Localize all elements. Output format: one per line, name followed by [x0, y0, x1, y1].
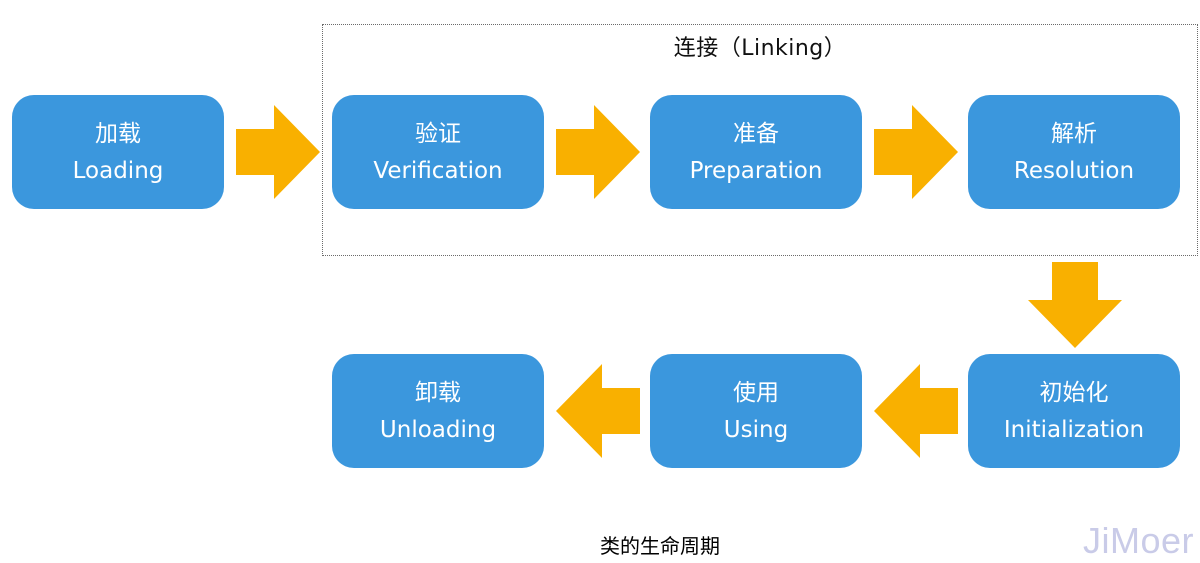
stage-verification: 验证 Verification — [332, 95, 544, 209]
stage-unloading: 卸载 Unloading — [332, 354, 544, 468]
stage-using-zh: 使用 — [733, 380, 779, 406]
arrow-right-icon — [556, 105, 640, 199]
stage-using-en: Using — [723, 417, 789, 443]
stage-loading-zh: 加载 — [95, 121, 141, 147]
stage-preparation: 准备 Preparation — [650, 95, 862, 209]
stage-verification-en: Verification — [373, 158, 503, 184]
arrow-right-icon — [236, 105, 320, 199]
arrow-down-icon — [1028, 262, 1122, 348]
watermark: JiMoer — [1082, 520, 1194, 561]
arrow-left-icon — [874, 364, 958, 458]
stage-unloading-zh: 卸载 — [415, 380, 461, 406]
diagram-caption: 类的生命周期 — [600, 534, 720, 558]
stage-resolution-zh: 解析 — [1051, 121, 1097, 147]
stage-loading: 加载 Loading — [12, 95, 224, 209]
stage-preparation-en: Preparation — [689, 158, 823, 184]
stage-preparation-zh: 准备 — [733, 121, 779, 147]
stage-resolution-en: Resolution — [1013, 158, 1135, 184]
stage-unloading-en: Unloading — [379, 417, 497, 443]
stage-initialization: 初始化 Initialization — [968, 354, 1180, 468]
stage-loading-en: Loading — [72, 158, 164, 184]
stage-verification-zh: 验证 — [415, 121, 461, 147]
linking-group-title: 连接（Linking） — [673, 36, 847, 61]
stage-resolution: 解析 Resolution — [968, 95, 1180, 209]
linking-group-frame — [322, 24, 1198, 256]
stage-initialization-zh: 初始化 — [1039, 380, 1109, 406]
arrow-right-icon — [874, 105, 958, 199]
arrow-left-icon — [556, 364, 640, 458]
stage-initialization-en: Initialization — [1003, 417, 1145, 443]
stage-using: 使用 Using — [650, 354, 862, 468]
